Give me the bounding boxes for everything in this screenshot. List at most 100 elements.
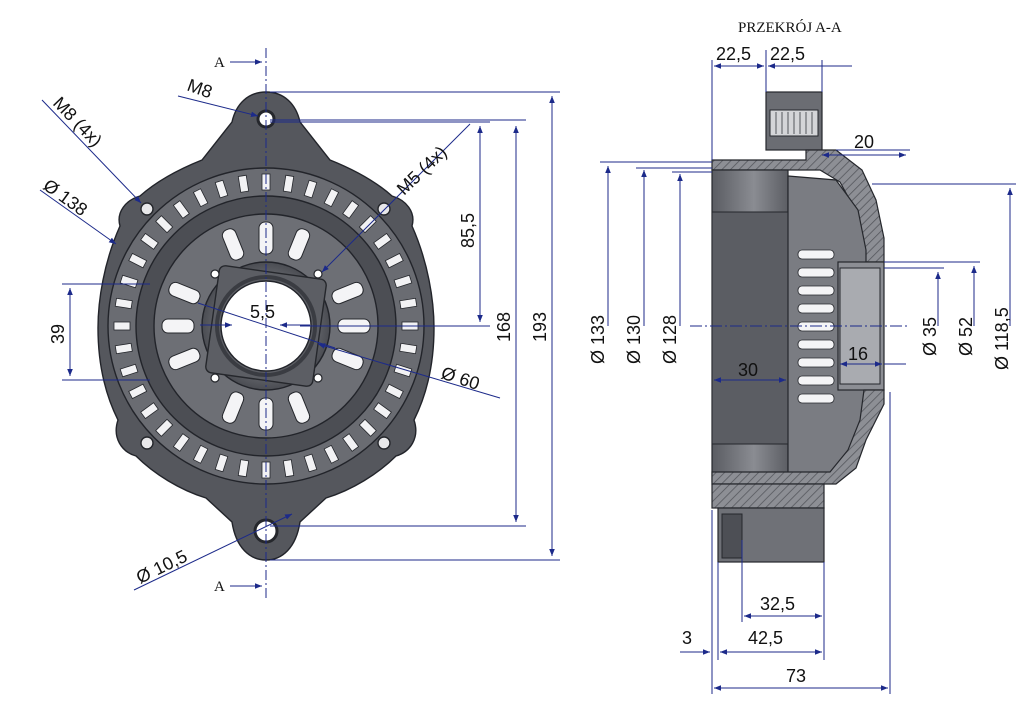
vent-slot: [192, 444, 209, 464]
vent-slot: [384, 252, 404, 269]
bottom-wall-section: [711, 389, 885, 485]
cover-slot: [797, 339, 835, 350]
vent-slot: [155, 418, 174, 437]
ear-thread-lines: [775, 112, 813, 134]
section-marker-top: A: [214, 55, 225, 71]
bottom-ear-section: [711, 483, 825, 509]
m5-hole: [313, 373, 323, 383]
body-inner: [711, 211, 789, 445]
vent-finger: [331, 347, 364, 371]
dim-20-label: 20: [854, 132, 874, 152]
dim-85-label: 85,5: [458, 213, 478, 248]
vent-slot: [373, 402, 392, 420]
section-marker-bottom: A: [214, 579, 225, 595]
vent-finger: [168, 281, 201, 305]
outer-vent-slots: [113, 173, 419, 479]
vent-slot: [358, 215, 377, 234]
section-title: PRZEKRÓJ A-A: [738, 19, 842, 36]
vent-slot: [237, 174, 250, 193]
vent-slot: [155, 215, 174, 234]
cover-slot: [797, 285, 835, 296]
vent-slot: [214, 453, 229, 473]
dia-10-leader: [133, 513, 293, 591]
vent-slot: [192, 188, 209, 208]
vent-slot: [214, 179, 229, 199]
vent-slot: [172, 433, 190, 452]
vent-slot: [113, 321, 131, 331]
dim-16-label: 16: [848, 344, 868, 364]
vent-finger: [287, 228, 311, 261]
dia-60-leader: [317, 343, 501, 399]
dim-52-label: Ø 52: [956, 317, 976, 356]
vent-finger: [161, 318, 195, 334]
m5-leader: [321, 123, 471, 273]
dia-10-label: Ø 10,5: [133, 546, 190, 588]
vent-slot: [342, 200, 360, 219]
vent-slot: [140, 232, 159, 250]
m8-4x-label: M8 (4x): [49, 93, 106, 151]
dia-138-leader: [39, 189, 117, 245]
dim-193-label: 193: [530, 312, 550, 342]
m8-top-leader: [177, 95, 259, 118]
dim-39-label: 39: [48, 324, 68, 344]
vent-slot: [358, 418, 377, 437]
vent-slot: [128, 383, 148, 400]
m5-hole: [210, 373, 220, 383]
section-view: PRZEKRÓJ A-A: [690, 19, 910, 563]
vent-slot: [399, 342, 418, 355]
vent-slot: [172, 200, 190, 219]
m5-label: M5 (4x): [393, 142, 451, 199]
dim-133-label: Ø 133: [588, 315, 608, 364]
front-view: [97, 48, 435, 600]
cover-slot: [797, 249, 835, 260]
m5-hole: [313, 269, 323, 279]
vent-slot: [114, 297, 133, 310]
vent-slot: [128, 252, 148, 269]
offset-label: 5,5: [250, 302, 275, 322]
dim-32-label: 32,5: [760, 594, 795, 614]
m5-holes: [210, 269, 323, 383]
dim-35-label: Ø 35: [920, 317, 940, 356]
dia-138-label: Ø 138: [40, 175, 91, 220]
vent-slot: [323, 188, 340, 208]
vent-finger: [287, 391, 311, 424]
vent-slot: [282, 174, 295, 193]
vent-slot: [342, 433, 360, 452]
section-dimensions: 22,5 22,5 20 Ø 133 Ø 130 Ø 128 30 16 Ø 3…: [588, 44, 1016, 694]
dim-118-label: Ø 118,5: [992, 307, 1012, 370]
dim-73-label: 73: [786, 666, 806, 686]
m8-hole: [140, 202, 154, 216]
vent-finger: [221, 391, 245, 424]
vent-slot: [140, 402, 159, 420]
vent-slot: [393, 274, 413, 289]
vent-slot: [323, 444, 340, 464]
m8-hole: [140, 436, 154, 450]
vent-slot: [399, 297, 418, 310]
vent-slot: [237, 459, 250, 478]
vent-slot: [384, 383, 404, 400]
cover-slot: [797, 393, 835, 404]
cover-slot: [797, 357, 835, 368]
dim-22a-label: 22,5: [716, 44, 751, 64]
vent-slot: [119, 363, 139, 378]
m8-hole: [377, 202, 391, 216]
vent-slot: [303, 179, 318, 199]
bottom-ear-bore: [721, 513, 743, 559]
m5-hole: [210, 269, 220, 279]
vent-slot: [303, 453, 318, 473]
cover-slot: [797, 267, 835, 278]
dim-168-label: 168: [494, 312, 514, 342]
vent-slot: [373, 232, 392, 250]
m8-hole: [377, 436, 391, 450]
dim-30-label: 30: [738, 360, 758, 380]
m8-4x-leader: [41, 99, 142, 204]
vent-slot: [114, 342, 133, 355]
dim-128-label: Ø 128: [660, 315, 680, 364]
cover-slot: [797, 375, 835, 386]
vent-finger: [221, 228, 245, 261]
vent-slot: [393, 363, 413, 378]
dim-130-label: Ø 130: [624, 315, 644, 364]
dim-3-label: 3: [682, 628, 692, 648]
dim-42-label: 42,5: [748, 628, 783, 648]
